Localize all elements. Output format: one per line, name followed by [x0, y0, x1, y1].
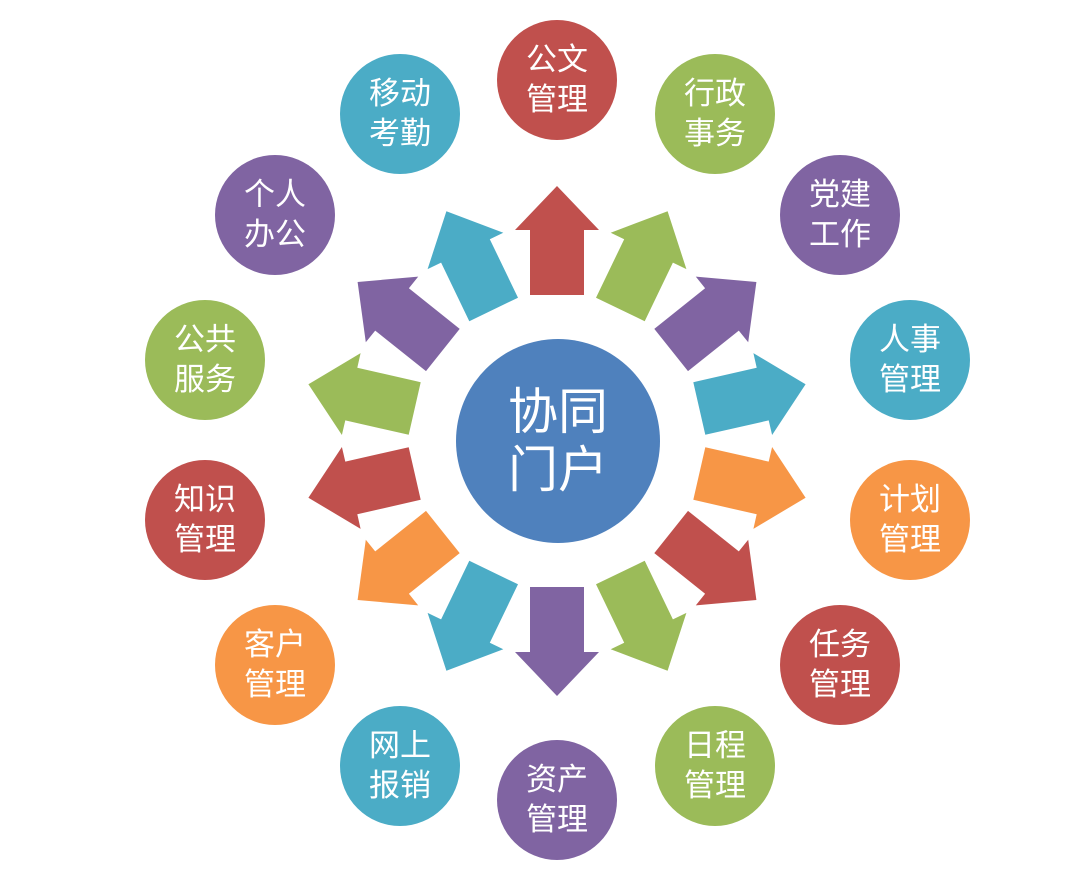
arrow-2	[596, 211, 687, 322]
arrow-7	[596, 560, 687, 671]
node-label-line2: 管理	[174, 522, 236, 558]
node-label-line2: 管理	[684, 768, 746, 804]
node-label-line2: 事务	[684, 116, 746, 152]
node-label-line2: 管理	[879, 362, 941, 398]
node-label-line1: 公文	[526, 42, 588, 78]
node-label-line1: 移动	[369, 76, 431, 112]
node-label-line1: 知识	[174, 482, 236, 518]
center-node: 协同 门户	[456, 339, 660, 543]
node-label-line2: 管理	[526, 82, 588, 118]
node-mobile-attendance: 移动 考勤	[340, 54, 460, 174]
arrow-9	[427, 560, 518, 671]
node-label-line2: 管理	[244, 667, 306, 703]
arrow-1	[515, 186, 599, 295]
node-label-line2: 管理	[526, 802, 588, 838]
center-label-line2: 门户	[508, 441, 608, 499]
arrow-6	[654, 510, 757, 606]
node-label-line2: 工作	[809, 217, 871, 253]
node-public-service: 公共 服务	[145, 300, 265, 420]
arrow-4	[693, 353, 806, 435]
node-label-line1: 行政	[684, 76, 746, 112]
node-label-line2: 报销	[369, 768, 431, 804]
node-hr-management: 人事 管理	[850, 300, 970, 420]
node-label-line2: 管理	[809, 667, 871, 703]
node-label-line1: 任务	[809, 627, 871, 663]
node-label-line2: 服务	[174, 362, 236, 398]
center-label-line1: 协同	[508, 383, 608, 441]
node-label-line1: 资产	[526, 762, 588, 798]
arrow-3	[654, 276, 757, 372]
node-schedule-management: 日程 管理	[655, 706, 775, 826]
arrow-8	[515, 587, 599, 696]
arrow-5	[693, 447, 806, 529]
node-label-line1: 公共	[174, 322, 236, 358]
node-label-line2: 管理	[879, 522, 941, 558]
node-personal-office: 个人 办公	[215, 155, 335, 275]
node-label-line2: 考勤	[369, 116, 431, 152]
node-label-line1: 人事	[879, 322, 941, 358]
node-customer-management: 客户 管理	[215, 605, 335, 725]
node-knowledge-management: 知识 管理	[145, 460, 265, 580]
node-label-line1: 个人	[244, 177, 306, 213]
node-asset-management: 资产 管理	[497, 740, 617, 860]
arrow-12	[308, 353, 421, 435]
node-online-reimbursement: 网上 报销	[340, 706, 460, 826]
arrow-10	[357, 510, 460, 606]
node-label-line1: 计划	[879, 482, 941, 518]
node-party-building: 党建 工作	[780, 155, 900, 275]
arrow-14	[427, 211, 518, 322]
node-plan-management: 计划 管理	[850, 460, 970, 580]
node-document-management: 公文 管理	[497, 20, 617, 140]
node-task-management: 任务 管理	[780, 605, 900, 725]
node-label-line2: 办公	[244, 217, 306, 253]
node-label-line1: 网上	[369, 728, 431, 764]
node-administrative-affairs: 行政 事务	[655, 54, 775, 174]
arrow-11	[308, 447, 421, 529]
node-label-line1: 客户	[244, 627, 306, 663]
node-label-line1: 日程	[684, 728, 746, 764]
arrow-13	[357, 276, 460, 372]
node-label-line1: 党建	[809, 177, 871, 213]
